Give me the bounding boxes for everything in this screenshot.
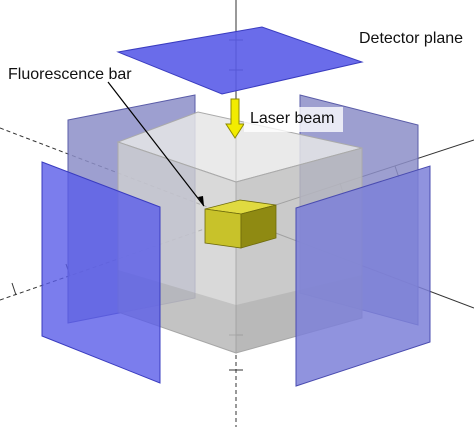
fluorescence-bar-shape (204, 199, 277, 249)
laser-beam-arrow (225, 98, 245, 139)
bar-front-face (204, 208, 242, 249)
fluorescence-bar-label: Fluorescence bar (8, 66, 132, 83)
bar-side-face (240, 204, 277, 249)
detector-plane-label: Detector plane (359, 30, 464, 47)
detector-plane-front-left (41, 161, 161, 384)
detector-plane-top (116, 26, 364, 95)
detector-plane-front-right (295, 165, 431, 387)
laser-beam-label: Laser beam (244, 107, 343, 132)
axis-tick (11, 282, 17, 296)
fluorescence-bar-pointer (107, 81, 205, 207)
